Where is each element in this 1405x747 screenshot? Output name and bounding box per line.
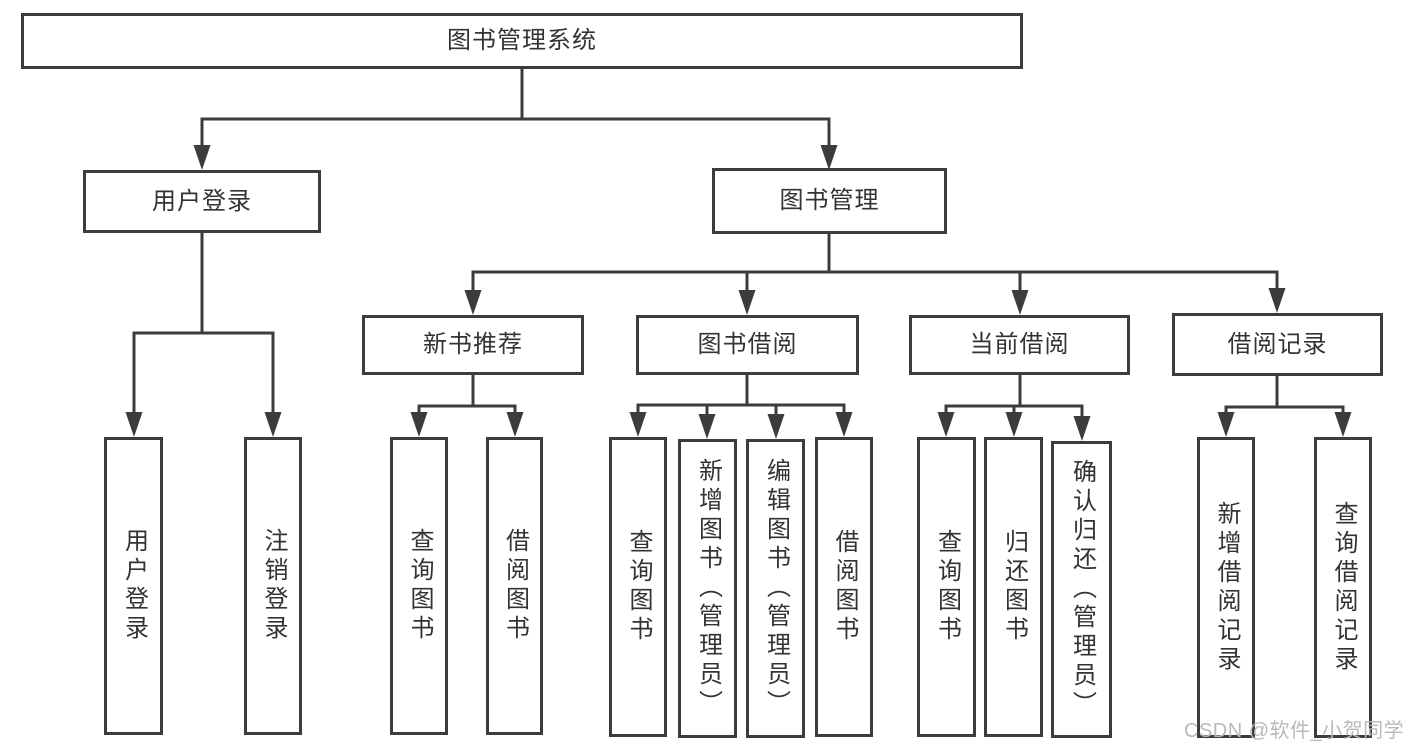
node-borrowing-records: 借阅记录 [1172, 313, 1383, 376]
arrow-down-icon [410, 412, 428, 437]
leaf-confirm-return-admin: 确认归还（管理员） [1051, 441, 1112, 738]
leaf-edit-books-admin: 编辑图书（管理员） [746, 439, 805, 738]
arrow-down-icon [937, 412, 955, 437]
arrow-down-icon [738, 290, 756, 315]
node-book-borrowing: 图书借阅 [636, 315, 859, 375]
leaf-query-borrow-record: 查询借阅记录 [1314, 437, 1372, 738]
csdn-watermark: CSDN @软件_小贺同学 [1184, 720, 1405, 742]
node-book-management: 图书管理 [712, 168, 947, 234]
arrow-down-icon [125, 412, 143, 437]
leaf-borrow-books-borrow: 借阅图书 [815, 437, 873, 737]
arrow-down-icon [820, 145, 838, 170]
arrow-down-icon [264, 412, 282, 437]
arrow-down-icon [1011, 290, 1029, 315]
arrow-down-icon [698, 414, 716, 439]
arrow-down-icon [629, 412, 647, 437]
arrow-down-icon [1005, 412, 1023, 437]
arrow-down-icon [835, 412, 853, 437]
node-library-system-root: 图书管理系统 [21, 13, 1023, 69]
leaf-add-borrow-record: 新增借阅记录 [1197, 437, 1255, 738]
arrow-down-icon [506, 412, 524, 437]
arrow-down-icon [464, 290, 482, 315]
leaf-return-books: 归还图书 [984, 437, 1043, 737]
leaf-logout-login: 注销登录 [244, 437, 302, 735]
arrowheads [125, 145, 1352, 441]
arrow-down-icon [1217, 412, 1235, 437]
leaf-query-books-current: 查询图书 [917, 437, 976, 737]
arrow-down-icon [1268, 288, 1286, 313]
leaf-borrow-books-newbook: 借阅图书 [486, 437, 543, 735]
arrow-down-icon [1073, 416, 1091, 441]
node-current-borrowing: 当前借阅 [909, 315, 1130, 375]
leaf-user-login: 用户登录 [104, 437, 163, 735]
connector-path [132, 66, 1345, 418]
leaf-query-books-newbook: 查询图书 [390, 437, 448, 735]
leaf-add-books-admin: 新增图书（管理员） [678, 439, 737, 738]
node-user-login: 用户登录 [83, 170, 321, 233]
node-new-book-recommendation: 新书推荐 [362, 315, 584, 375]
arrow-down-icon [1334, 412, 1352, 437]
arrow-down-icon [767, 414, 785, 439]
leaf-query-books-borrow: 查询图书 [609, 437, 667, 737]
arrow-down-icon [193, 145, 211, 170]
